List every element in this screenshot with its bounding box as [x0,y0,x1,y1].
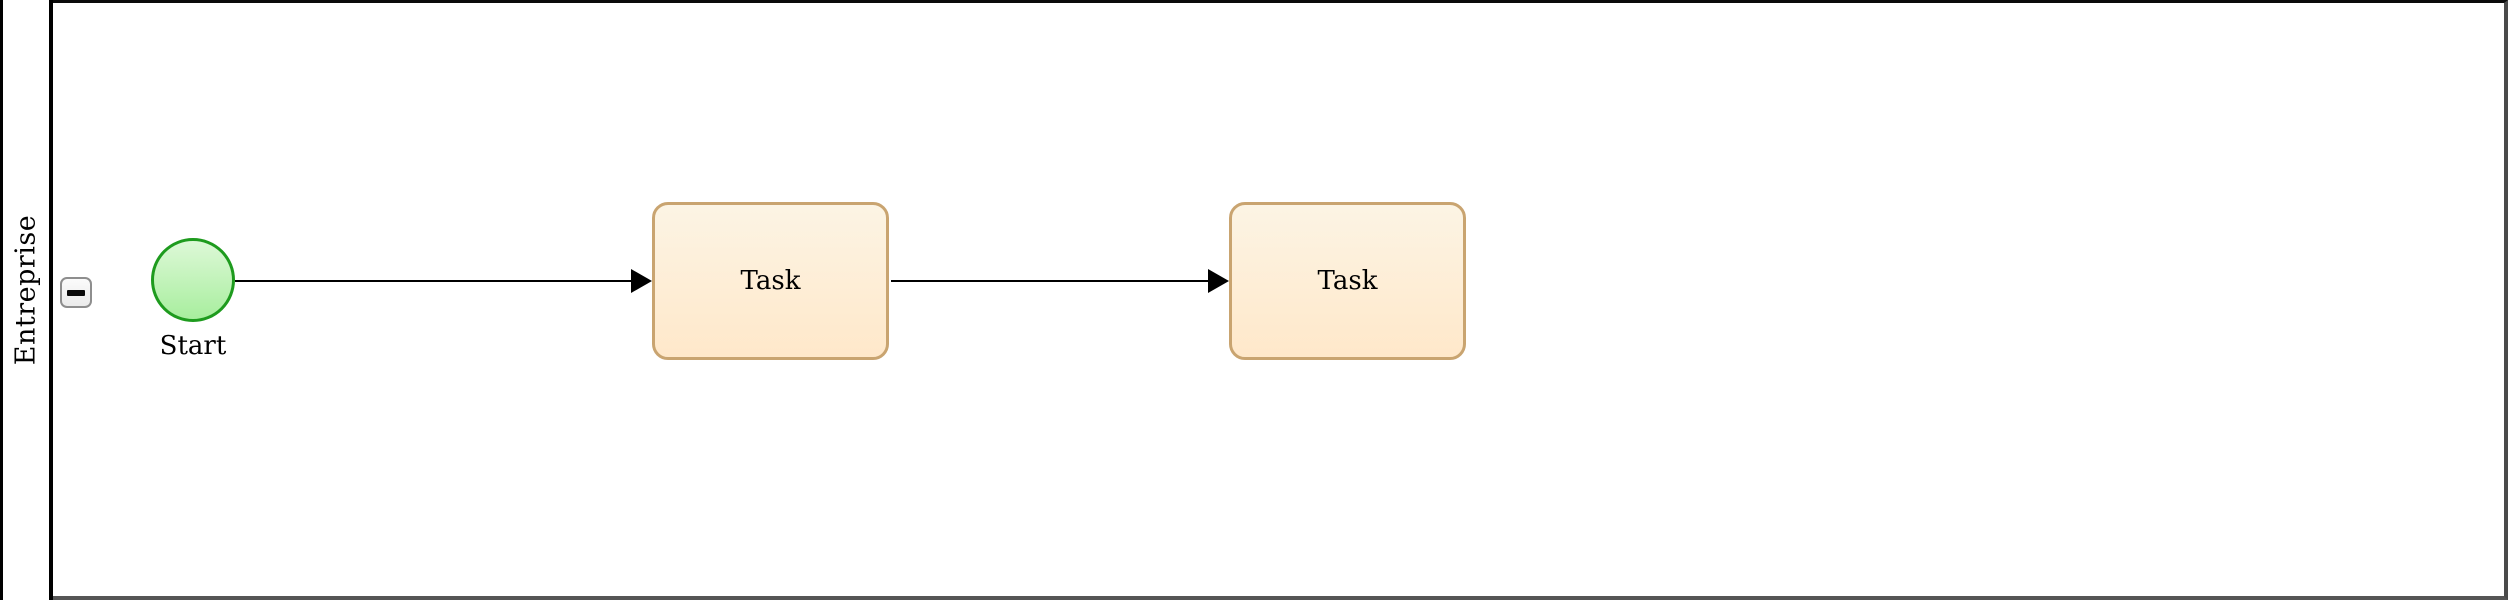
task-node-2[interactable]: Task [1229,202,1466,360]
pool-border-left [0,0,3,600]
task-1-label: Task [740,266,801,296]
lane-title-label: Entreprise [10,214,42,366]
arrowhead-icon [631,269,652,293]
task-2-label: Task [1317,266,1378,296]
lane-divider [49,0,53,600]
lane-header-entreprise[interactable]: Entreprise [3,0,49,600]
minus-icon [67,289,85,296]
sequence-flow-start-task1[interactable] [235,280,633,282]
sequence-flow-task1-task2[interactable] [891,280,1210,282]
task-node-1[interactable]: Task [652,202,889,360]
start-event-node[interactable] [151,238,235,322]
arrowhead-icon [1208,269,1229,293]
start-event-label: Start [159,331,227,361]
pool-collapse-button[interactable] [60,277,92,308]
